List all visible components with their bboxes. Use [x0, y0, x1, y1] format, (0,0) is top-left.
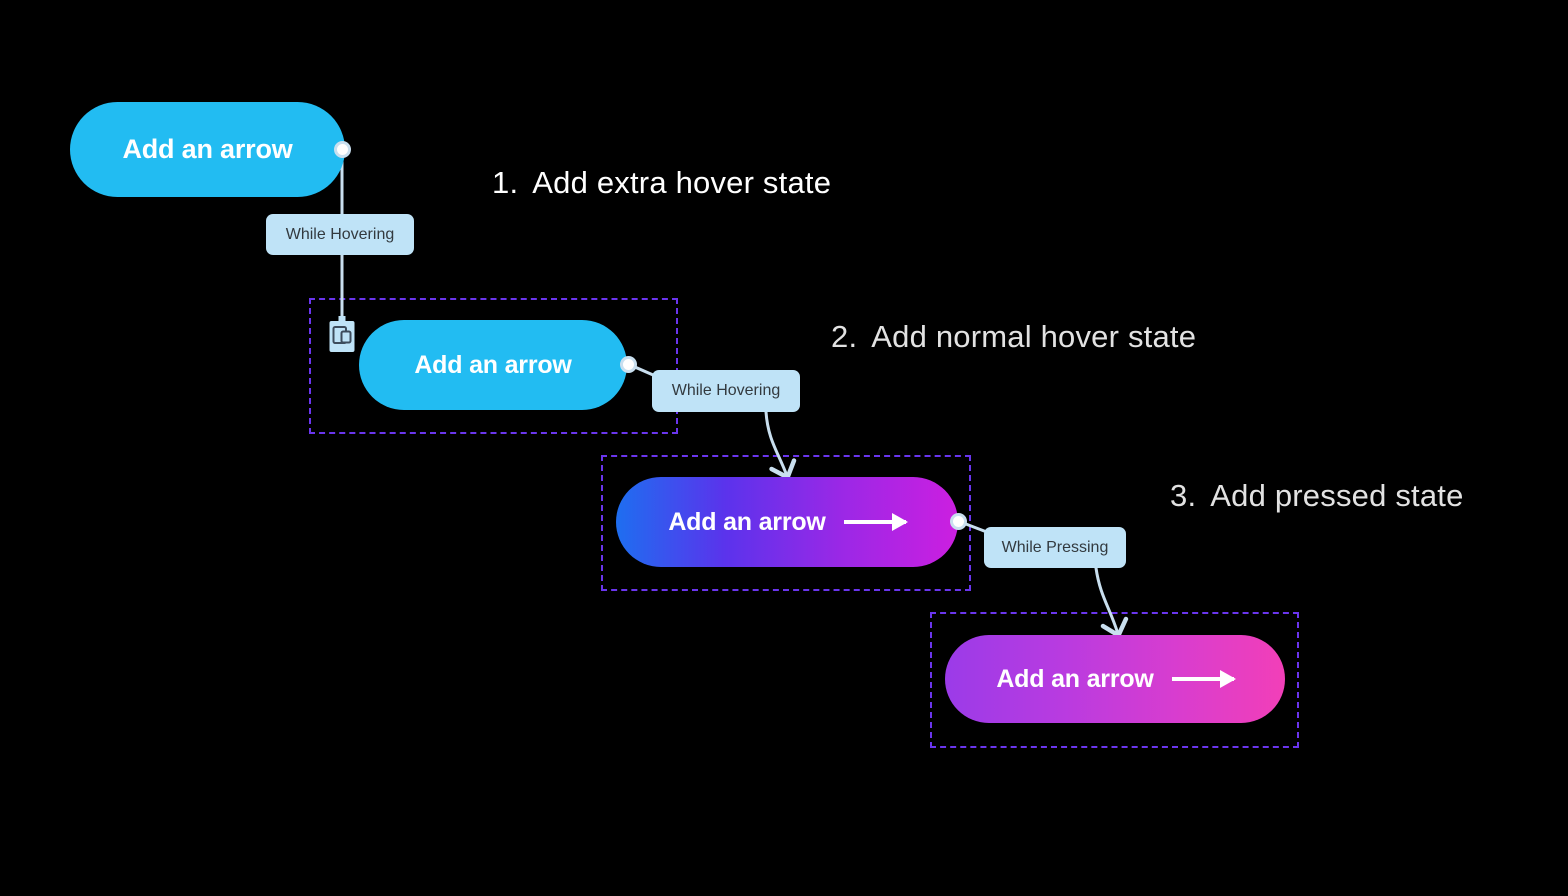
- connector-dot-extra-hover[interactable]: [620, 356, 637, 373]
- chip-label: While Hovering: [285, 225, 395, 243]
- button-label: Add an arrow: [668, 507, 826, 536]
- step-number: 2.: [831, 319, 858, 354]
- button-label: Add an arrow: [996, 664, 1154, 693]
- chip-label: While Hovering: [671, 382, 781, 399]
- step-number: 3.: [1170, 478, 1197, 513]
- button-label: Add an arrow: [122, 134, 293, 164]
- button-add-an-arrow-pressed[interactable]: Add an arrow: [945, 635, 1285, 723]
- step-heading-3: 3. Add pressed state: [1170, 478, 1464, 514]
- button-add-an-arrow-extra-hover[interactable]: Add an arrow: [359, 320, 627, 410]
- button-add-an-arrow-default[interactable]: Add an arrow: [70, 102, 345, 197]
- step-text: Add pressed state: [1210, 478, 1464, 513]
- selection-frame-extra-hover[interactable]: [309, 298, 678, 434]
- chip-label: While Pressing: [1001, 538, 1109, 556]
- state-chip-while-pressing[interactable]: While Pressing: [984, 527, 1126, 568]
- arrow-right-icon: [1171, 670, 1236, 688]
- step-number: 1.: [492, 165, 519, 200]
- step-heading-1: 1. Add extra hover state: [492, 165, 831, 201]
- button-add-an-arrow-normal-hover[interactable]: Add an arrow: [616, 477, 958, 567]
- copy-duplicate-icon[interactable]: [324, 316, 360, 354]
- connector-dot-base[interactable]: [334, 141, 351, 158]
- arrow-right-icon: [843, 513, 908, 531]
- step-text: Add extra hover state: [532, 165, 832, 200]
- step-text: Add normal hover state: [871, 319, 1197, 354]
- state-chip-while-hovering-2[interactable]: While Hovering: [652, 370, 800, 412]
- step-heading-2: 2. Add normal hover state: [831, 319, 1196, 355]
- button-label: Add an arrow: [414, 350, 572, 379]
- state-chip-while-hovering-1[interactable]: While Hovering: [266, 214, 414, 255]
- connector-dot-normal-hover[interactable]: [950, 513, 967, 530]
